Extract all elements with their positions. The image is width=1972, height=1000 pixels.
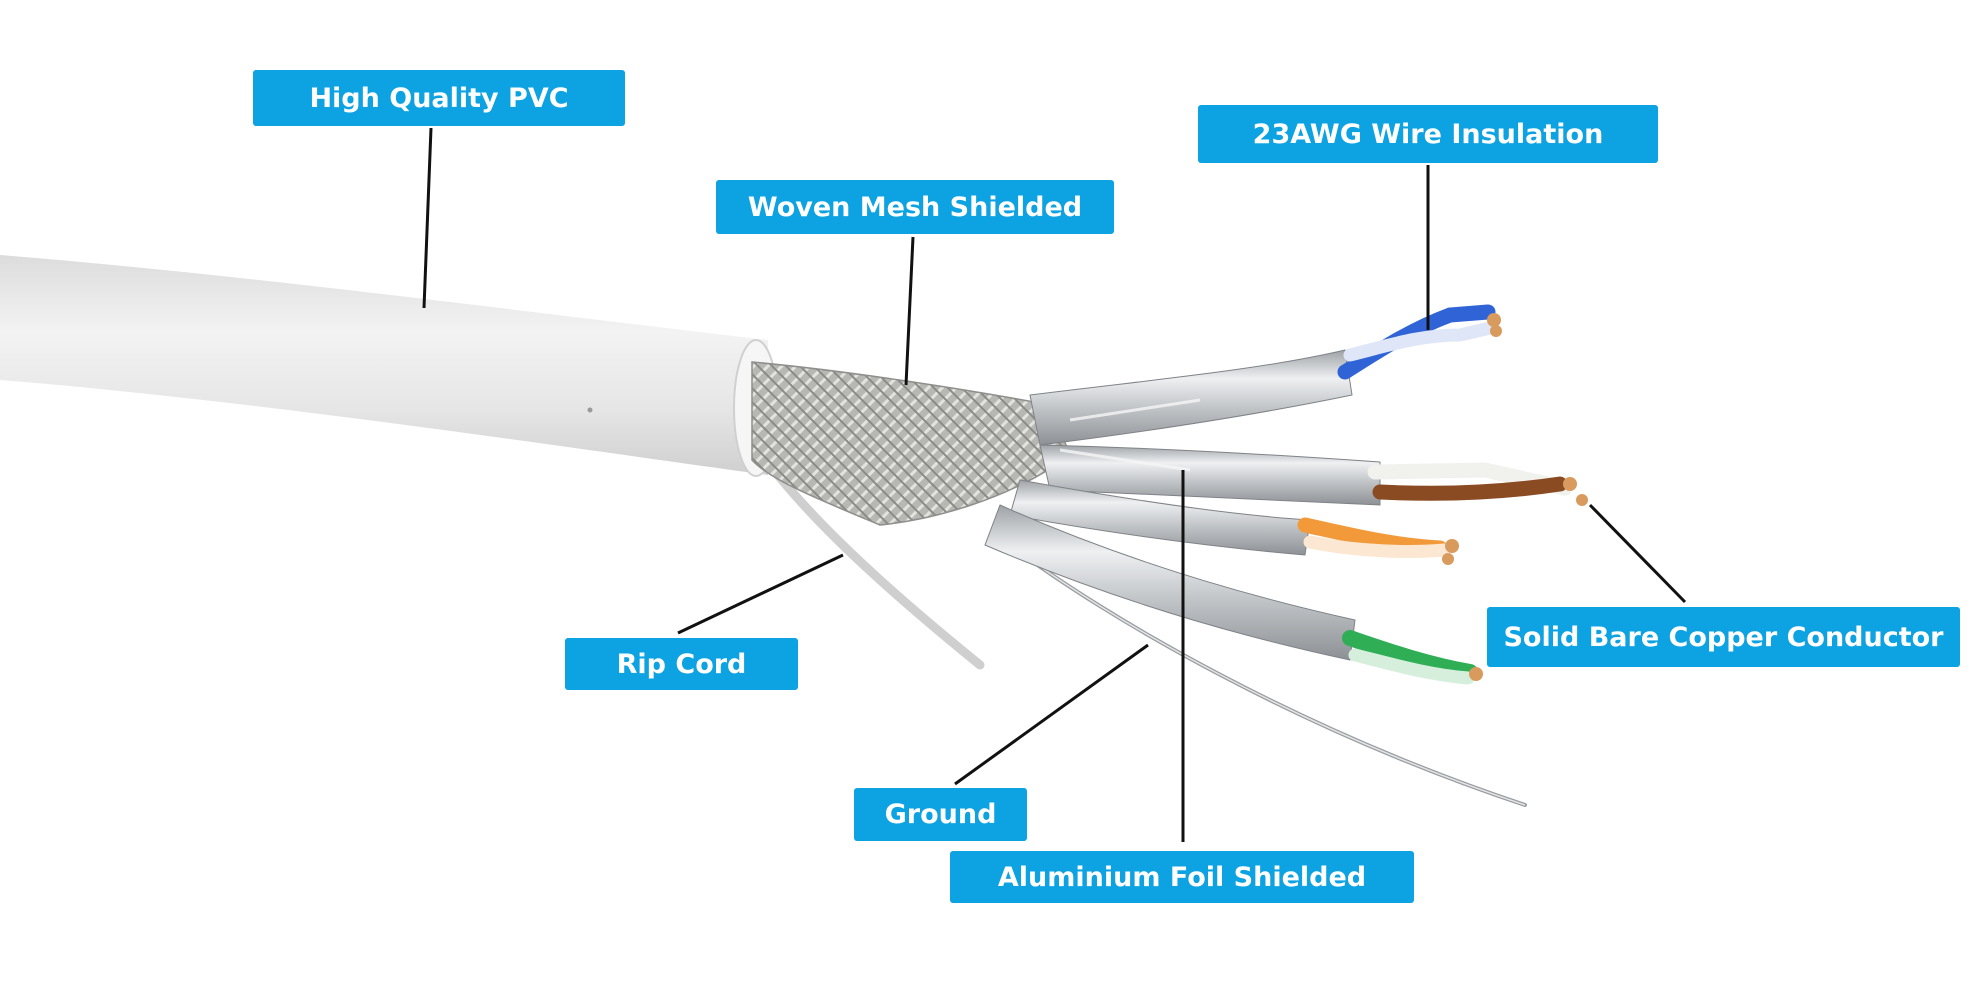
label-aluminium-foil-shielded: Aluminium Foil Shielded [950,851,1414,903]
label-ground: Ground [854,788,1027,841]
cable-jacket-icon [0,255,779,477]
label-high-quality-pvc: High Quality PVC [253,70,625,126]
leader-line-pvc [422,127,433,309]
leader-line-copper [1588,503,1687,604]
foil-shield-icon [984,349,1381,661]
label-rip-cord: Rip Cord [565,638,798,690]
leader-line-ground [954,643,1149,786]
twisted-pair-icon [1297,304,1588,685]
label-23awg-wire-insulation: 23AWG Wire Insulation [1198,105,1658,163]
leader-line-mesh [904,236,915,386]
leader-lines [422,127,1687,842]
leader-line-rip-cord [677,553,844,635]
braided-shield-icon [751,361,1071,526]
rip-cord-icon [765,460,985,670]
label-woven-mesh-shielded: Woven Mesh Shielded [716,180,1114,234]
label-solid-bare-copper-conductor: Solid Bare Copper Conductor [1487,607,1960,667]
